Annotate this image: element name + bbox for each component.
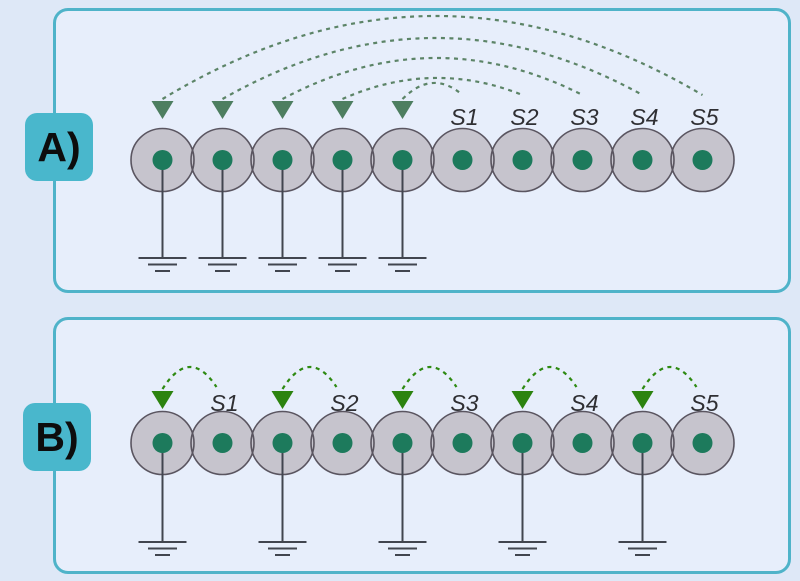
stim-site-label: S3	[570, 104, 598, 130]
electrode-outline	[190, 410, 255, 476]
electrode-outline	[490, 127, 555, 193]
ground-icon	[378, 160, 427, 272]
electrode-outline	[430, 127, 495, 193]
electrode-contact-dot	[452, 150, 473, 170]
stim-site-label: S4	[570, 390, 598, 416]
arrowhead-icon	[511, 391, 534, 409]
stim-site-label: S2	[510, 104, 538, 130]
electrode-contact-dot	[632, 150, 653, 170]
ground-icon	[198, 160, 247, 272]
electrode-outline	[670, 410, 735, 476]
stim-connection-arc	[641, 365, 698, 390]
stim-connection-arc	[221, 36, 644, 100]
stim-connection-arc	[281, 365, 338, 390]
arrowhead-icon	[271, 391, 294, 409]
ground-icon	[138, 160, 187, 272]
electrode-contact-dot	[692, 150, 713, 170]
ground-icon	[618, 443, 667, 556]
electrode-contact-dot	[632, 433, 653, 453]
arrowhead-icon	[211, 101, 234, 119]
stim-connection-arc	[521, 365, 578, 390]
stim-connection-arc	[342, 76, 523, 101]
stim-site-label: S3	[450, 390, 478, 416]
electrode-contact-dot	[572, 433, 593, 453]
stim-site-label: S4	[630, 104, 658, 130]
arrowhead-icon	[631, 391, 654, 409]
stim-site-label: S5	[690, 390, 718, 416]
ground-icon	[498, 443, 547, 556]
panel-b-label: B)	[23, 403, 91, 471]
arrowhead-icon	[331, 101, 354, 119]
arrowhead-icon	[151, 391, 174, 409]
arrowhead-icon	[271, 101, 294, 119]
electrode-outline	[670, 127, 735, 193]
arrowhead-icon	[391, 101, 414, 119]
panel-a-label: A)	[25, 113, 93, 181]
electrode-contact-dot	[152, 433, 173, 453]
stim-connection-arc	[281, 56, 583, 100]
stim-site-label: S2	[330, 390, 358, 416]
ground-icon	[258, 160, 307, 272]
electrode-outline	[550, 410, 615, 476]
electrode-outline	[550, 127, 615, 193]
stim-site-label: S1	[450, 104, 478, 130]
stim-site-label: S5	[690, 104, 718, 130]
electrode-outline	[430, 410, 495, 476]
electrode-contact-dot	[692, 433, 713, 453]
ground-icon	[138, 443, 187, 556]
electrode-contact-dot	[332, 433, 353, 453]
electrode-contact-dot	[272, 150, 293, 170]
ground-icon	[378, 443, 427, 556]
electrode-contact-dot	[212, 433, 233, 453]
electrode-contact-dot	[332, 150, 353, 170]
electrode-outline	[610, 127, 675, 193]
electrode-contact-dot	[572, 150, 593, 170]
electrode-contact-dot	[392, 150, 413, 170]
electrode-contact-dot	[512, 433, 533, 453]
ground-icon	[318, 160, 367, 272]
stim-connection-arc	[401, 81, 464, 100]
electrode-contact-dot	[392, 433, 413, 453]
stim-connection-arc	[161, 365, 218, 390]
arrowhead-icon	[391, 391, 414, 409]
stim-connection-arc	[161, 14, 704, 100]
electrode-contact-dot	[212, 150, 233, 170]
electrode-contact-dot	[272, 433, 293, 453]
electrode-contact-dot	[152, 150, 173, 170]
electrode-outline	[310, 410, 375, 476]
stim-connection-arc	[401, 365, 458, 390]
arrowhead-icon	[151, 101, 174, 119]
stim-site-label: S1	[210, 390, 238, 416]
electrode-contact-dot	[512, 150, 533, 170]
ground-icon	[258, 443, 307, 556]
electrode-contact-dot	[452, 433, 473, 453]
